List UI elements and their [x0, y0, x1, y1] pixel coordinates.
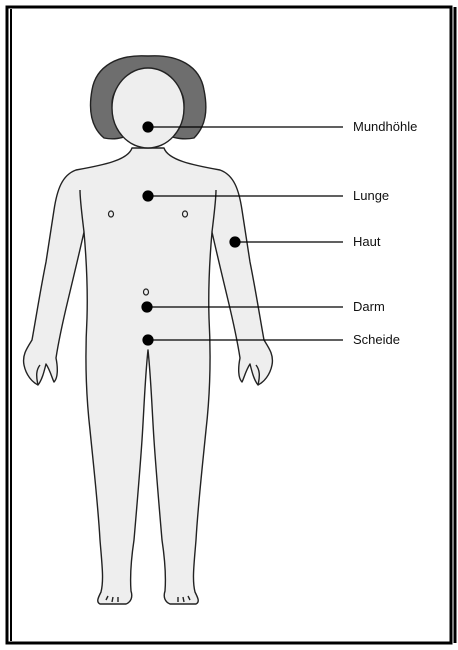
label-lung: Lunge [353, 188, 389, 203]
vagina-marker [143, 335, 153, 345]
intestine-marker [142, 302, 152, 312]
face [112, 68, 184, 148]
mouth-marker [143, 122, 153, 132]
label-skin: Haut [353, 234, 381, 249]
outer-frame [7, 7, 451, 643]
label-intestine: Darm [353, 299, 385, 314]
label-mouth: Mundhöhle [353, 119, 417, 134]
skin-marker [230, 237, 240, 247]
label-vagina: Scheide [353, 332, 400, 347]
lung-marker [143, 191, 153, 201]
